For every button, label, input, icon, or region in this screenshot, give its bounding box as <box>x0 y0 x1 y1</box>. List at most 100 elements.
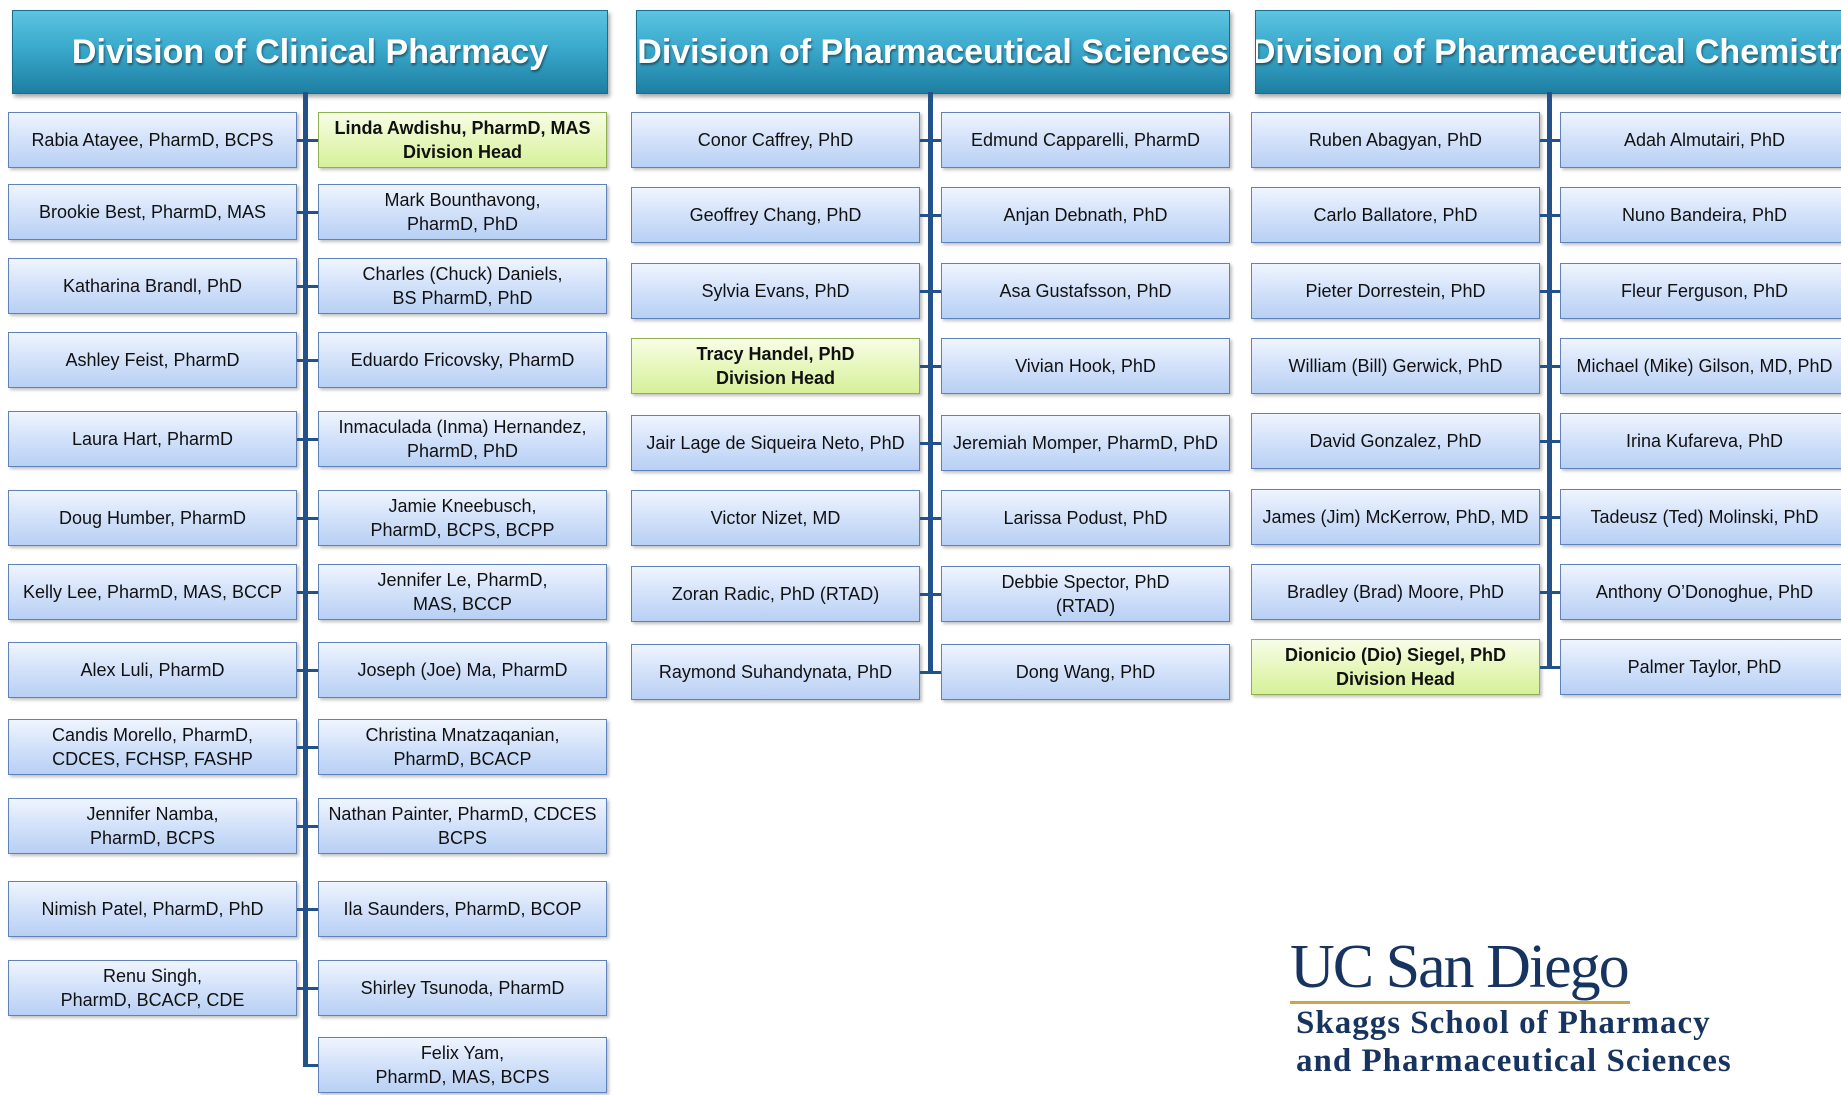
connector-tick <box>930 517 941 520</box>
faculty-name: Anjan Debnath, PhD <box>1003 205 1168 225</box>
connector-tick <box>297 908 305 911</box>
faculty-credentials: PharmD, BCACP <box>393 749 532 769</box>
faculty-credentials: Division Head <box>1335 669 1456 689</box>
connector-tick <box>297 591 305 594</box>
connector-tick <box>920 593 930 596</box>
connector-tick <box>930 214 941 217</box>
connector-tick <box>1549 365 1560 368</box>
logo-line-1: Skaggs School of Pharmacy <box>1296 1005 1711 1041</box>
faculty-name: Zoran Radic, PhD (RTAD) <box>671 584 880 604</box>
faculty-box: David Gonzalez, PhD <box>1251 413 1540 469</box>
faculty-box: Jennifer Le, PharmD,MAS, BCCP <box>318 564 607 620</box>
faculty-box: James (Jim) McKerrow, PhD, MD <box>1251 489 1540 545</box>
faculty-box: Inmaculada (Inma) Hernandez,PharmD, PhD <box>318 411 607 467</box>
connector-tick <box>920 671 930 674</box>
connector-tick <box>305 825 318 828</box>
connector-tick <box>1549 440 1560 443</box>
connector-tick <box>920 442 930 445</box>
connector-tick <box>1549 591 1560 594</box>
faculty-box: Irina Kufareva, PhD <box>1560 413 1841 469</box>
connector-tick <box>305 517 318 520</box>
connector-tick <box>1540 139 1549 142</box>
faculty-name: Kelly Lee, PharmD, MAS, BCCP <box>22 582 283 602</box>
faculty-name: Jamie Kneebusch, <box>388 496 537 516</box>
connector-spine <box>1547 92 1552 669</box>
connector-tick <box>297 139 305 142</box>
faculty-name: Jeremiah Momper, PharmD, PhD <box>952 433 1219 453</box>
faculty-box: Anjan Debnath, PhD <box>941 187 1230 243</box>
faculty-box: Fleur Ferguson, PhD <box>1560 263 1841 319</box>
connector-spine <box>928 92 933 674</box>
division-header: Division of Clinical Pharmacy <box>12 10 608 94</box>
faculty-name: Jair Lage de Siqueira Neto, PhD <box>646 433 905 453</box>
faculty-name: Anthony O’Donoghue, PhD <box>1595 582 1814 602</box>
faculty-box: Tadeusz (Ted) Molinski, PhD <box>1560 489 1841 545</box>
connector-tick <box>297 987 305 990</box>
faculty-name: Christina Mnatzaqanian, <box>365 725 560 745</box>
connector-tick <box>920 139 930 142</box>
faculty-box: Carlo Ballatore, PhD <box>1251 187 1540 243</box>
faculty-name: Dionicio (Dio) Siegel, PhD <box>1284 645 1506 665</box>
faculty-credentials: CDCES, FCHSP, FASHP <box>52 749 253 769</box>
connector-tick <box>305 908 318 911</box>
connector-tick <box>1549 139 1560 142</box>
connector-spine <box>303 92 308 1067</box>
connector-tick <box>1549 214 1560 217</box>
faculty-box: Sylvia Evans, PhD <box>631 263 920 319</box>
faculty-credentials: PharmD, PhD <box>406 214 519 234</box>
faculty-name: Ruben Abagyan, PhD <box>1308 130 1483 150</box>
faculty-box: Dong Wang, PhD <box>941 644 1230 700</box>
faculty-name: Larissa Podust, PhD <box>1003 508 1168 528</box>
faculty-name: Victor Nizet, MD <box>710 508 841 528</box>
faculty-name: Renu Singh, <box>102 966 203 986</box>
faculty-name: Bradley (Brad) Moore, PhD <box>1286 582 1505 602</box>
connector-tick <box>305 591 318 594</box>
faculty-box: Anthony O’Donoghue, PhD <box>1560 564 1841 620</box>
faculty-box: Michael (Mike) Gilson, MD, PhD <box>1560 338 1841 394</box>
faculty-box: Katharina Brandl, PhD <box>8 258 297 314</box>
faculty-credentials: BS PharmD, PhD <box>392 288 533 308</box>
faculty-name: David Gonzalez, PhD <box>1309 431 1482 451</box>
faculty-box: Mark Bounthavong, PharmD, PhD <box>318 184 607 240</box>
faculty-box: Renu Singh,PharmD, BCACP, CDE <box>8 960 297 1016</box>
faculty-name: Sylvia Evans, PhD <box>701 281 850 301</box>
faculty-name: Edmund Capparelli, PharmD <box>970 130 1201 150</box>
faculty-box: Victor Nizet, MD <box>631 490 920 546</box>
faculty-name: Alex Luli, PharmD <box>80 660 225 680</box>
connector-tick <box>1549 516 1560 519</box>
faculty-name: Tadeusz (Ted) Molinski, PhD <box>1590 507 1819 527</box>
faculty-box: Larissa Podust, PhD <box>941 490 1230 546</box>
connector-tick <box>930 139 941 142</box>
faculty-name: Tracy Handel, PhD <box>696 344 855 364</box>
connector-tick <box>930 442 941 445</box>
connector-tick <box>1540 440 1549 443</box>
faculty-name: Debbie Spector, PhD <box>1001 572 1170 592</box>
faculty-name: Ashley Feist, PharmD <box>65 350 240 370</box>
connector-tick <box>1540 290 1549 293</box>
faculty-name: Mark Bounthavong, <box>384 190 541 210</box>
connector-tick <box>1540 516 1549 519</box>
faculty-box: Vivian Hook, PhD <box>941 338 1230 394</box>
faculty-box: Brookie Best, PharmD, MAS <box>8 184 297 240</box>
connector-tick <box>1540 365 1549 368</box>
logo-wordmark: UC San Diego <box>1290 935 1630 1004</box>
uc-san-diego-logo: UC San Diego Skaggs School of Pharmacy a… <box>1290 935 1810 1095</box>
faculty-name: Fleur Ferguson, PhD <box>1620 281 1789 301</box>
faculty-box: Geoffrey Chang, PhD <box>631 187 920 243</box>
faculty-box: Shirley Tsunoda, PharmD <box>318 960 607 1016</box>
faculty-box: Alex Luli, PharmD <box>8 642 297 698</box>
faculty-name: Carlo Ballatore, PhD <box>1313 205 1478 225</box>
connector-tick <box>305 669 318 672</box>
faculty-credentials: (RTAD) <box>1055 596 1116 616</box>
faculty-name: Nuno Bandeira, PhD <box>1621 205 1788 225</box>
faculty-name: Eduardo Fricovsky, PharmD <box>350 350 575 370</box>
connector-tick <box>920 214 930 217</box>
faculty-box: Laura Hart, PharmD <box>8 411 297 467</box>
faculty-name: Adah Almutairi, PhD <box>1623 130 1786 150</box>
connector-tick <box>305 438 318 441</box>
logo-line-2: and Pharmaceutical Sciences <box>1296 1043 1732 1079</box>
faculty-box: Edmund Capparelli, PharmD <box>941 112 1230 168</box>
faculty-box: Nimish Patel, PharmD, PhD <box>8 881 297 937</box>
